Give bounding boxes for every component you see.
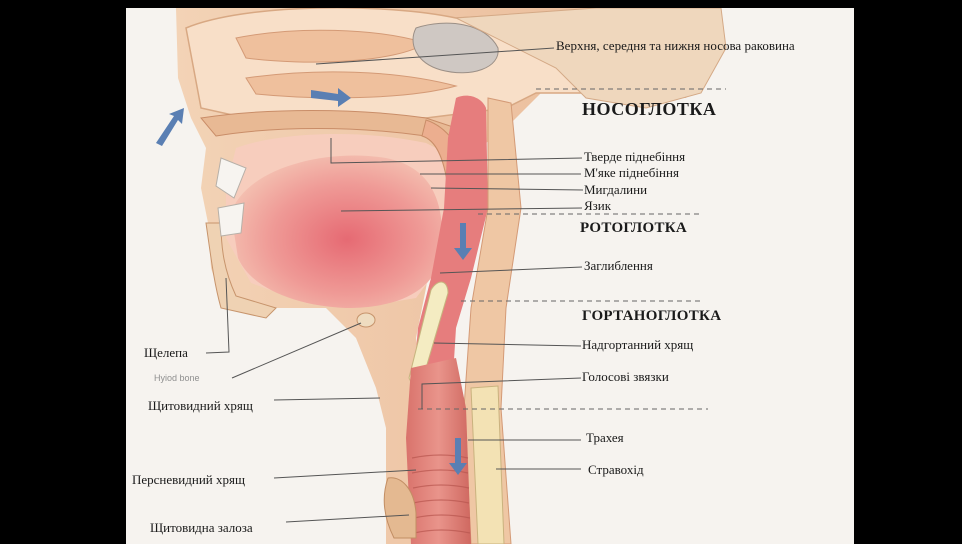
label-thyroid-cartilage: Щитовидний хрящ <box>148 399 253 412</box>
label-trachea: Трахея <box>586 431 624 444</box>
hyoid-shape <box>357 313 375 327</box>
tongue-shape <box>231 155 442 308</box>
label-nasal-conchae: Верхня, середня та нижня носова раковина <box>556 39 795 52</box>
label-tongue: Язик <box>584 199 611 212</box>
label-hyoid-bone: Hyiod bone <box>154 374 200 383</box>
label-esophagus: Стравохід <box>588 463 644 476</box>
label-oropharynx: РОТОГЛОТКА <box>580 221 687 236</box>
label-thyroid-gland: Щитовидна залоза <box>150 521 253 534</box>
label-laryngopharynx: ГОРТАНОГЛОТКА <box>582 309 721 324</box>
label-vocal-cords: Голосові звязки <box>582 370 669 383</box>
label-jaw: Щелепа <box>144 346 188 359</box>
label-vallecula: Заглиблення <box>584 259 653 272</box>
label-epiglottis: Надгортанний хрящ <box>582 338 693 351</box>
label-nasopharynx: НОСОГЛОТКА <box>582 100 716 118</box>
label-cricoid-cartilage: Персневидний хрящ <box>132 473 245 486</box>
anatomy-slide: Верхня, середня та нижня носова раковина… <box>126 8 854 544</box>
label-tonsils: Мигдалини <box>584 183 647 196</box>
anatomy-illustration <box>126 8 854 544</box>
label-hard-palate: Тверде піднебіння <box>584 150 685 163</box>
label-soft-palate: М'яке піднебіння <box>584 166 679 179</box>
